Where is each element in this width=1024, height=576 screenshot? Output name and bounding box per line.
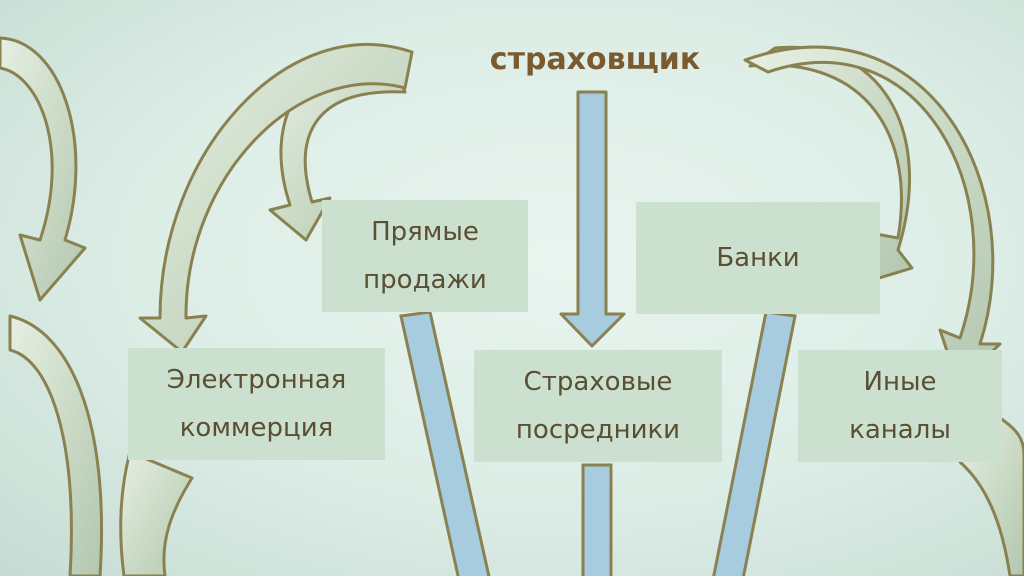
node-direct-sales-line1: Прямые (371, 217, 479, 247)
partial-arrow-left-top (0, 36, 87, 302)
node-other-channels: Иные каналы (798, 350, 1002, 462)
node-direct-sales: Прямые продажи (322, 200, 528, 312)
node-banks: Банки (636, 202, 880, 314)
bar-from-direct-sales (399, 310, 491, 576)
diagram-title-insurer: страховщик (489, 42, 701, 77)
node-intermediaries-line2: посредники (515, 415, 681, 445)
node-other-channels-line1: Иные (863, 367, 937, 397)
partial-arrow-lower-left (119, 450, 194, 576)
curved-arrow-to-ecommerce (138, 43, 414, 354)
node-ecommerce-line1: Электронная (166, 365, 347, 395)
partial-arrow-left-bottom (8, 314, 104, 576)
node-ecommerce-line2: коммерция (179, 413, 334, 443)
node-intermediaries: Страховые посредники (474, 350, 722, 462)
node-other-channels-line2: каналы (849, 415, 951, 445)
node-direct-sales-line2: продажи (363, 265, 487, 295)
arrow-title-to-intermediaries (559, 90, 626, 348)
node-banks-line1: Банки (716, 243, 800, 273)
node-ecommerce: Электронная коммерция (128, 348, 385, 460)
bar-from-banks (712, 310, 797, 576)
node-intermediaries-line1: Страховые (523, 367, 673, 397)
bar-below-intermediaries (581, 463, 613, 576)
